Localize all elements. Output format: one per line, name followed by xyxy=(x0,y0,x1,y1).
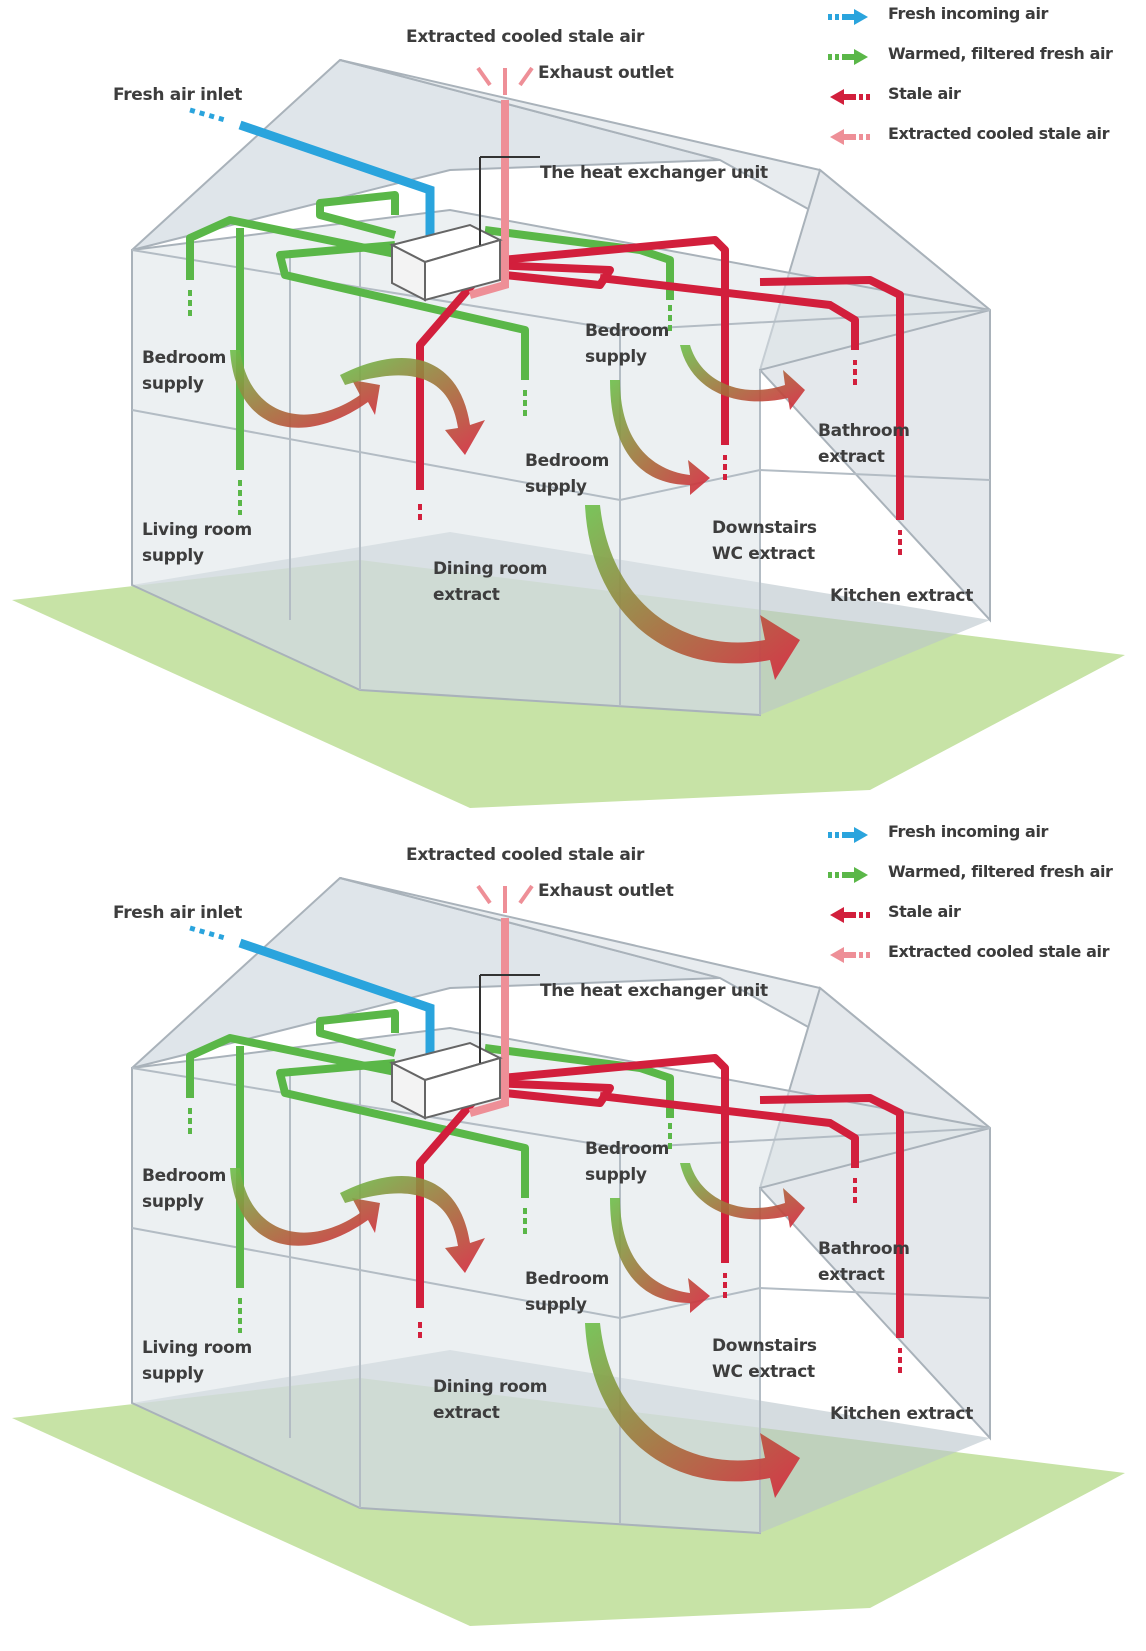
warm-supply-ducts xyxy=(186,191,674,470)
curved-airflow-arrow xyxy=(585,1323,800,1498)
curved-airflow-arrow xyxy=(230,350,380,428)
stale-air-ducts xyxy=(416,1054,904,1338)
living-room-supply-label: Living room supply xyxy=(142,1338,252,1384)
bathroom-extract-label: Bathroom extract xyxy=(818,421,910,467)
fresh-air-inlet-arrow xyxy=(189,107,226,123)
bedroom-supply-left-label: Bedroom supply xyxy=(142,1166,227,1212)
bathroom-extract-label: Bathroom extract xyxy=(818,1239,910,1285)
curved-airflow-arrow xyxy=(585,505,800,680)
fresh-air-inlet-arrow xyxy=(189,925,226,941)
bedroom-supply-mid-label: Bedroom supply xyxy=(525,1269,610,1315)
heat-exchanger-label: The heat exchanger unit xyxy=(540,981,768,1001)
bedroom-supply-left-label: Bedroom supply xyxy=(142,348,227,394)
exhaust-outlet-label: Exhaust outlet xyxy=(538,63,674,83)
exhaust-duct xyxy=(468,100,509,299)
dining-room-extract-label: Dining room extract xyxy=(433,1377,548,1423)
extract-intake-arrows xyxy=(418,360,902,555)
curved-airflow-arrow xyxy=(680,345,805,410)
stale-air-ducts xyxy=(416,236,904,520)
kitchen-extract-label: Kitchen extract xyxy=(830,1404,974,1424)
curved-airflow-arrow xyxy=(340,1175,485,1273)
legend-label: Warmed, filtered fresh air xyxy=(888,862,1113,881)
warmed-air-arrow-icon xyxy=(828,867,868,883)
ventilation-diagram-panel: Extracted cooled stale air Exhaust outle… xyxy=(0,0,1146,818)
extracted-air-arrow-icon xyxy=(830,947,870,963)
extracted-air-arrow-icon xyxy=(830,129,870,145)
ventilation-diagram-panel: Extracted cooled stale air Exhaust outle… xyxy=(0,818,1146,1636)
house-illustration xyxy=(12,58,1125,808)
kitchen-extract-label: Kitchen extract xyxy=(830,586,974,606)
stale-air-arrow-icon xyxy=(830,89,870,105)
warm-supply-outlets xyxy=(188,290,672,515)
legend-label: Extracted cooled stale air xyxy=(888,124,1110,143)
exhaust-outlet-label: Exhaust outlet xyxy=(538,881,674,901)
warm-supply-ducts xyxy=(186,1009,674,1288)
curved-airflow-arrow xyxy=(230,1168,380,1246)
curved-airflow-arrow xyxy=(610,380,710,495)
fresh-air-intake-duct xyxy=(238,938,435,1058)
bedroom-supply-mid-label: Bedroom supply xyxy=(525,451,610,497)
heat-exchanger-unit xyxy=(389,1041,503,1120)
fresh-air-inlet-label: Fresh air inlet xyxy=(113,85,243,105)
fresh-air-inlet-label: Fresh air inlet xyxy=(113,903,243,923)
legend-label: Stale air xyxy=(888,902,961,921)
fresh-air-arrow-icon xyxy=(828,9,868,25)
downstairs-wc-extract-label: Downstairs WC extract xyxy=(712,1336,817,1382)
curved-airflow-arrow xyxy=(680,1163,805,1228)
exhaust-title-label: Extracted cooled stale air xyxy=(406,27,645,47)
curved-airflow-arrow xyxy=(610,1198,710,1313)
legend-label: Extracted cooled stale air xyxy=(888,942,1110,961)
exhaust-outlet-arrows xyxy=(476,884,534,913)
legend-label: Warmed, filtered fresh air xyxy=(888,44,1113,63)
fresh-air-intake-duct xyxy=(238,120,435,240)
legend-label: Fresh incoming air xyxy=(888,4,1049,23)
exhaust-duct xyxy=(468,918,509,1117)
living-room-supply-label: Living room supply xyxy=(142,520,252,566)
dining-room-extract-label: Dining room extract xyxy=(433,559,548,605)
warm-supply-outlets xyxy=(188,1108,672,1333)
fresh-air-arrow-icon xyxy=(828,827,868,843)
exhaust-outlet-arrows xyxy=(476,66,534,95)
heat-exchanger-label: The heat exchanger unit xyxy=(540,163,768,183)
downstairs-wc-extract-label: Downstairs WC extract xyxy=(712,518,817,564)
house-illustration xyxy=(12,876,1125,1626)
bedroom-supply-top-label: Bedroom supply xyxy=(585,321,670,367)
legend-label: Stale air xyxy=(888,84,961,103)
extract-intake-arrows xyxy=(418,1178,902,1373)
stale-air-arrow-icon xyxy=(830,907,870,923)
exhaust-title-label: Extracted cooled stale air xyxy=(406,845,645,865)
bedroom-supply-top-label: Bedroom supply xyxy=(585,1139,670,1185)
legend-label: Fresh incoming air xyxy=(888,822,1049,841)
curved-airflow-arrow xyxy=(340,357,485,455)
heat-exchanger-unit xyxy=(389,223,503,302)
warmed-air-arrow-icon xyxy=(828,49,868,65)
